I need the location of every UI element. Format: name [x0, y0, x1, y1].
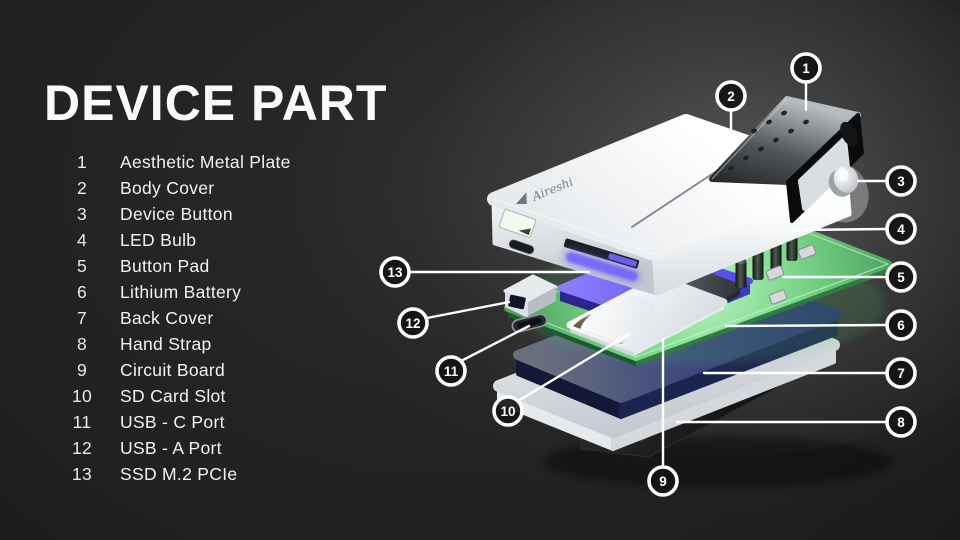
- part-number: 13: [71, 463, 93, 484]
- part-row: 1 Aesthetic Metal Plate: [62, 149, 291, 175]
- part-label: USB - C Port: [120, 411, 225, 432]
- callout-number-11: 11: [444, 364, 459, 379]
- callout-13: 13: [379, 256, 591, 288]
- part-row: 3 Device Button: [62, 201, 291, 227]
- callout-circle-1: [790, 52, 822, 84]
- part-number: 6: [76, 281, 88, 302]
- part-row: 9 Circuit Board: [62, 357, 291, 383]
- part-number: 10: [71, 385, 93, 406]
- callout-number-5: 5: [897, 270, 905, 285]
- callout-11: 11: [435, 324, 531, 387]
- callout-number-8: 8: [897, 415, 905, 430]
- parts-list: 1 Aesthetic Metal Plate 2 Body Cover 3 Devi…: [62, 149, 291, 487]
- part-number: 9: [76, 359, 88, 380]
- callout-line-12: [425, 300, 511, 320]
- callout-5: 5: [781, 261, 917, 293]
- callout-line-10: [516, 332, 631, 403]
- part-number: 8: [76, 333, 88, 354]
- part-label: Aesthetic Metal Plate: [120, 151, 291, 172]
- part-row: 8 Hand Strap: [62, 331, 291, 357]
- callout-line-4: [793, 227, 888, 232]
- part-row: 10 SD Card Slot: [62, 383, 291, 409]
- callout-circle-6: [885, 309, 917, 341]
- callout-circle-13: [379, 256, 411, 288]
- part-label: Lithium Battery: [120, 281, 242, 302]
- callout-number-9: 9: [659, 474, 667, 489]
- logo-mark-icon: [516, 192, 527, 204]
- part-number: 1: [76, 151, 88, 172]
- cover-screen-window: [498, 209, 537, 238]
- device-button-shape: [828, 165, 859, 197]
- part-row: 13 SSD M.2 PCIe: [62, 461, 291, 487]
- callout-circle-8: [885, 406, 917, 438]
- cover-card-slot: [563, 238, 640, 269]
- callout-number-4: 4: [897, 222, 905, 237]
- part-number: 5: [76, 255, 88, 276]
- callout-2: 2: [715, 80, 747, 139]
- callout-line-11: [459, 324, 531, 363]
- part-label: Hand Strap: [120, 333, 212, 354]
- callout-number-10: 10: [500, 404, 515, 419]
- part-label: Body Cover: [120, 177, 215, 198]
- part-number: 3: [76, 203, 88, 224]
- callout-number-13: 13: [387, 265, 403, 280]
- part-label: LED Bulb: [120, 229, 197, 250]
- callout-circle-7: [885, 357, 917, 389]
- part-row: 11 USB - C Port: [62, 409, 291, 435]
- callout-circle-2: [715, 80, 747, 112]
- callout-1: 1: [790, 52, 822, 112]
- part-row: 12 USB - A Port: [62, 435, 291, 461]
- cover-usb-c-hole: [508, 239, 535, 255]
- part-number: 7: [76, 307, 88, 328]
- callout-12: 12: [397, 300, 511, 339]
- button-pads-shape: [765, 244, 817, 305]
- part-label: Back Cover: [120, 307, 214, 328]
- usb-a-port-shape: [503, 274, 558, 318]
- callout-8: 8: [675, 406, 917, 438]
- callout-10: 10: [492, 332, 631, 427]
- callout-9: 9: [647, 337, 679, 497]
- callout-circle-5: [885, 261, 917, 293]
- part-number: 2: [76, 177, 88, 198]
- callout-circle-10: [492, 395, 524, 427]
- callout-line-6: [724, 323, 888, 328]
- callout-number-1: 1: [802, 61, 810, 76]
- part-row: 5 Button Pad: [62, 253, 291, 279]
- callout-number-6: 6: [897, 318, 905, 333]
- part-label: SD Card Slot: [120, 385, 226, 406]
- part-label: Circuit Board: [120, 359, 226, 380]
- callout-number-12: 12: [405, 316, 420, 331]
- callout-circle-3: [885, 165, 917, 197]
- callout-circle-12: [397, 307, 429, 339]
- callout-circle-11: [435, 355, 467, 387]
- page-title: DEVICE PART: [44, 74, 388, 131]
- callout-circle-4: [885, 213, 917, 245]
- part-row: 7 Back Cover: [62, 305, 291, 331]
- sd-card-slot-shape: [566, 274, 728, 356]
- usb-c-port-shape: [511, 313, 548, 333]
- part-row: 2 Body Cover: [62, 175, 291, 201]
- part-number: 4: [76, 229, 88, 250]
- callout-circle-9: [647, 465, 679, 497]
- part-row: 6 Lithium Battery: [62, 279, 291, 305]
- callout-7: 7: [702, 357, 917, 389]
- part-number: 12: [71, 437, 93, 458]
- part-label: Device Button: [120, 203, 233, 224]
- callout-3: 3: [856, 165, 917, 197]
- callout-number-2: 2: [727, 89, 735, 104]
- callout-number-3: 3: [897, 174, 905, 189]
- part-row: 4 LED Bulb: [62, 227, 291, 253]
- callout-4: 4: [793, 213, 917, 245]
- part-number: 11: [72, 411, 92, 432]
- plate-holes: [728, 110, 809, 171]
- cover-purple-glow: [562, 248, 642, 285]
- callout-number-7: 7: [897, 366, 905, 381]
- part-label: USB - A Port: [120, 437, 222, 458]
- callout-6: 6: [724, 309, 917, 341]
- part-label: SSD M.2 PCIe: [120, 463, 238, 484]
- metal-plate-shape: [709, 96, 864, 223]
- part-label: Button Pad: [120, 255, 210, 276]
